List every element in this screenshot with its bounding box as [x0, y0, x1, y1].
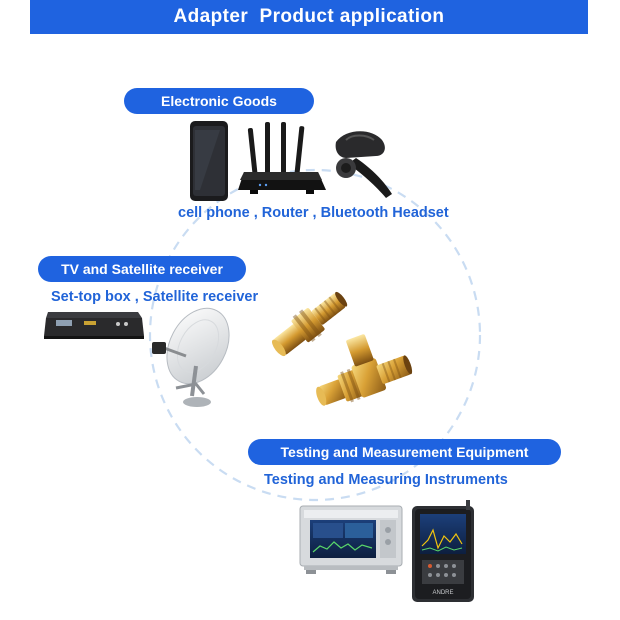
testing-equipment-pill: Testing and Measurement Equipment — [248, 439, 561, 465]
bluetooth-headset-image — [335, 131, 392, 198]
straight-sma-adapter-image — [271, 291, 348, 357]
set-top-box-image — [44, 312, 144, 339]
handheld-analyzer-image: ANDRE — [412, 500, 474, 602]
tv-satellite-items: Set-top box , Satellite receiver — [51, 289, 259, 305]
rack-test-instrument-image — [299, 505, 403, 574]
electronic-goods-pill: Electronic Goods — [124, 88, 314, 114]
right-angle-sma-adapter-image — [316, 334, 413, 406]
testing-equipment-label: Testing and Measurement Equipment — [280, 444, 529, 460]
electronic-goods-items: cell phone , Router , Bluetooth Headset — [178, 205, 449, 221]
router-image — [238, 122, 326, 194]
page-title: Adapter Product application — [173, 6, 445, 27]
satellite-dish-image — [152, 307, 230, 407]
tv-satellite-label: TV and Satellite receiver — [61, 261, 223, 277]
electronic-goods-label: Electronic Goods — [161, 93, 277, 109]
tv-satellite-pill: TV and Satellite receiver — [38, 256, 246, 282]
header-banner: Adapter Product application — [30, 0, 588, 34]
cell-phone-image — [190, 121, 228, 201]
testing-equipment-items: Testing and Measuring Instruments — [264, 472, 508, 488]
analyzer-brand-label: ANDRE — [432, 590, 453, 596]
